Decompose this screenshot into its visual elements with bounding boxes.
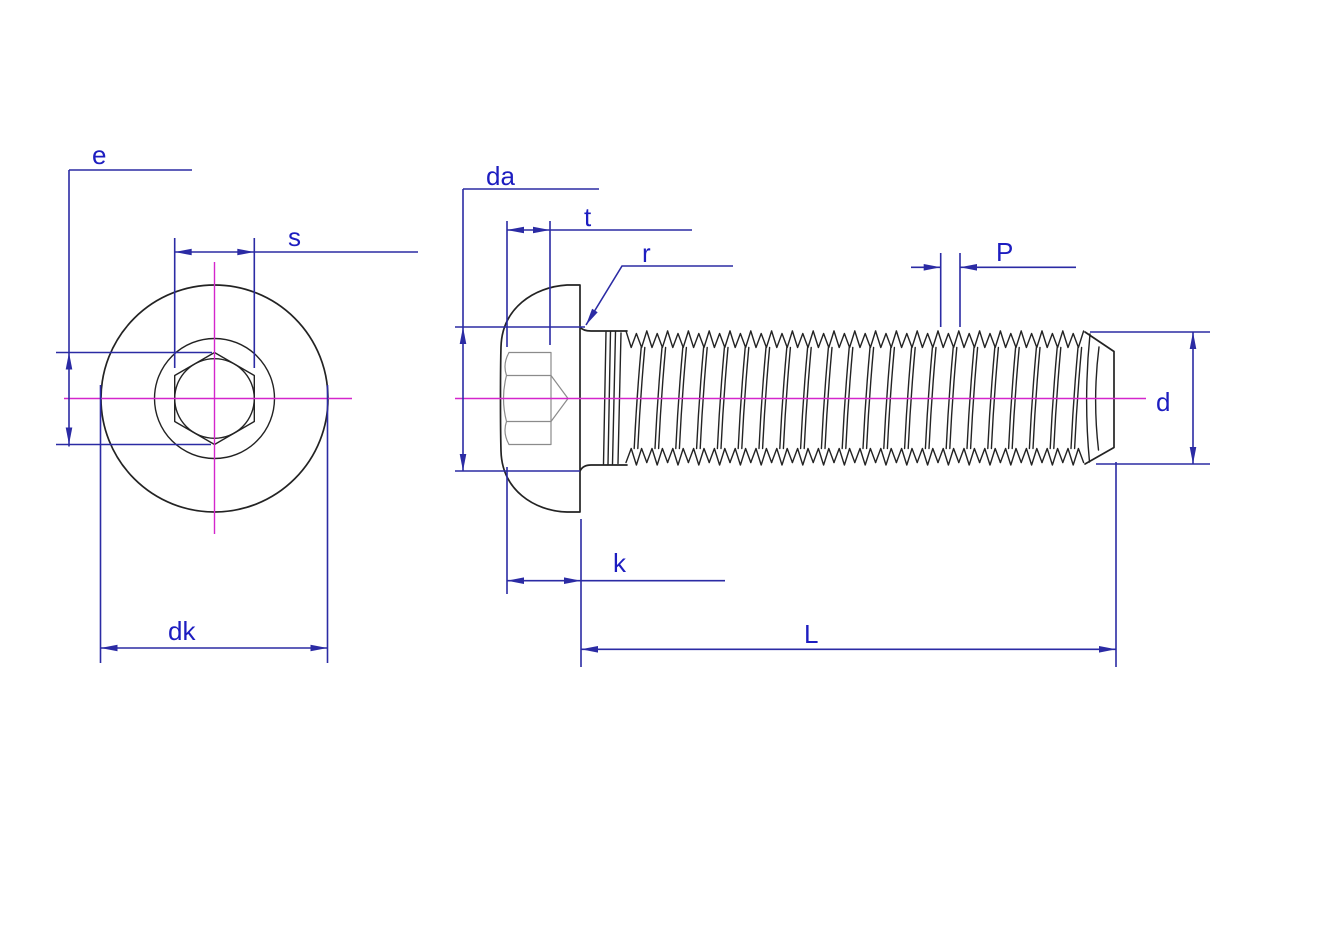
dim-label-p: P <box>996 237 1013 267</box>
dimension-k: k <box>506 467 725 594</box>
dim-label-k: k <box>613 548 627 578</box>
centerlines <box>64 262 1146 534</box>
dim-label-e: e <box>92 140 106 170</box>
dimensions: e s dk da t <box>56 140 1210 667</box>
neck-top-edge <box>579 326 628 332</box>
dimension-p: P <box>911 237 1076 327</box>
dim-label-d: d <box>1156 387 1170 417</box>
dim-label-r: r <box>642 238 651 268</box>
dimension-dk: dk <box>99 385 329 663</box>
dim-label-da: da <box>486 161 515 191</box>
dim-label-s: s <box>288 222 301 252</box>
head-profile <box>499 284 581 513</box>
dimension-r: r <box>585 238 733 326</box>
dimension-l: L <box>580 462 1117 667</box>
dimension-da: da <box>455 161 599 472</box>
dimension-e: e <box>56 140 212 447</box>
dimension-t: t <box>506 202 692 347</box>
dimension-d: d <box>1090 331 1210 465</box>
dim-label-t: t <box>584 202 592 232</box>
neck-bottom-edge <box>579 464 628 472</box>
dimension-s: s <box>173 222 418 368</box>
dim-label-l: L <box>804 619 818 649</box>
dim-label-dk: dk <box>168 616 196 646</box>
